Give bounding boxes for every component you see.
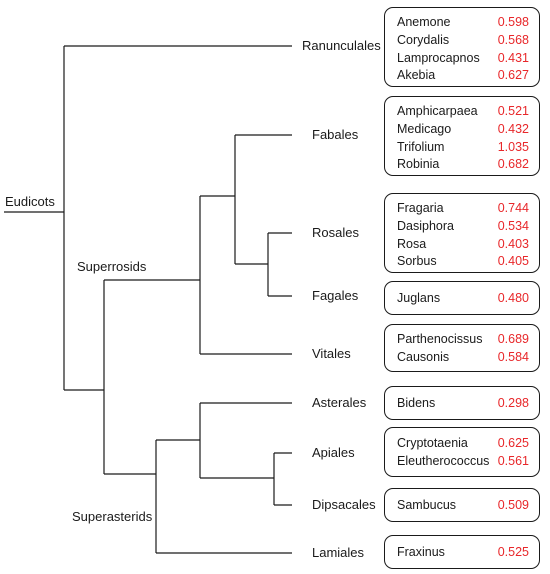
genus-name: Amphicarpaea [397,104,478,118]
genus-name: Parthenocissus [397,332,483,346]
root-label-eudicots: Eudicots [5,194,55,209]
genus-name: Cryptotaenia [397,436,468,450]
genus-name: Sambucus [397,498,457,512]
genus-row: Eleutherococcus 0.561 [397,453,529,469]
genus-value: 0.625 [497,436,529,450]
genus-row: Corydalis 0.568 [397,32,529,48]
order-label-rosales: Rosales [312,225,359,240]
genus-name: Dasiphora [397,219,454,233]
genus-row: Cryptotaenia 0.625 [397,435,529,451]
genus-row: Robinia 0.682 [397,156,529,172]
genus-row: Dasiphora 0.534 [397,218,529,234]
genus-value: 0.403 [497,237,529,251]
order-label-lamiales: Lamiales [312,545,365,560]
genus-value: 0.525 [497,545,529,559]
genus-value: 0.627 [497,68,529,82]
genus-name: Lamprocapnos [397,51,480,65]
genus-value: 0.509 [497,498,529,512]
genus-row: Parthenocissus 0.689 [397,331,529,347]
order-label-asterales: Asterales [312,395,367,410]
genus-box-lamiales: Fraxinus 0.525 [384,535,540,569]
genus-name: Medicago [397,122,452,136]
genus-name: Causonis [397,350,450,364]
genus-row: Fragaria 0.744 [397,200,529,216]
genus-name: Robinia [397,157,440,171]
genus-box-ranunculales: Anemone 0.598 Corydalis 0.568 Lamprocapnos… [384,7,540,87]
genus-name: Bidens [397,396,436,410]
genus-value: 0.405 [497,254,529,268]
genus-box-asterales: Bidens 0.298 [384,386,540,420]
genus-row: Anemone 0.598 [397,14,529,30]
genus-value: 0.682 [497,157,529,171]
order-label-vitales: Vitales [312,346,351,361]
order-label-fagales: Fagales [312,288,359,303]
genus-row: Sambucus 0.509 [397,497,529,513]
order-label-apiales: Apiales [312,445,355,460]
genus-value: 0.584 [497,350,529,364]
genus-box-rosales: Fragaria 0.744 Dasiphora 0.534 Rosa 0.403 S… [384,193,540,273]
genus-value: 0.432 [497,122,529,136]
genus-name: Fragaria [397,201,444,215]
genus-value: 1.035 [497,140,529,154]
genus-name: Akebia [397,68,436,82]
genus-row: Juglans 0.480 [397,290,529,306]
clade-label-superasterids: Superasterids [72,509,153,524]
genus-value: 0.744 [497,201,529,215]
genus-row: Causonis 0.584 [397,349,529,365]
genus-value: 0.598 [497,15,529,29]
genus-row: Medicago 0.432 [397,121,529,137]
genus-value: 0.689 [497,332,529,346]
genus-row: Trifolium 1.035 [397,139,529,155]
genus-name: Rosa [397,237,427,251]
genus-name: Sorbus [397,254,437,268]
genus-value: 0.521 [497,104,529,118]
genus-name: Trifolium [397,140,445,154]
genus-name: Corydalis [397,33,450,47]
genus-name: Juglans [397,291,441,305]
genus-row: Lamprocapnos 0.431 [397,50,529,66]
genus-value: 0.568 [497,33,529,47]
clade-label-superrosids: Superrosids [77,259,147,274]
order-label-ranunculales: Ranunculales [302,38,381,53]
genus-box-apiales: Cryptotaenia 0.625 Eleutherococcus 0.561 [384,427,540,477]
genus-box-dipsacales: Sambucus 0.509 [384,488,540,522]
genus-value: 0.480 [497,291,529,305]
genus-box-fagales: Juglans 0.480 [384,281,540,315]
genus-name: Fraxinus [397,545,445,559]
genus-value: 0.561 [497,454,529,468]
genus-name: Anemone [397,15,451,29]
genus-value: 0.431 [497,51,529,65]
order-label-fabales: Fabales [312,127,359,142]
genus-box-vitales: Parthenocissus 0.689 Causonis 0.584 [384,324,540,372]
genus-row: Fraxinus 0.525 [397,544,529,560]
genus-value: 0.298 [497,396,529,410]
genus-name: Eleutherococcus [397,454,490,468]
genus-value: 0.534 [497,219,529,233]
genus-row: Akebia 0.627 [397,67,529,83]
genus-row: Sorbus 0.405 [397,253,529,269]
genus-row: Rosa 0.403 [397,236,529,252]
order-label-dipsacales: Dipsacales [312,497,376,512]
genus-row: Bidens 0.298 [397,395,529,411]
genus-box-fabales: Amphicarpaea 0.521 Medicago 0.432 Trifoliu… [384,96,540,176]
genus-row: Amphicarpaea 0.521 [397,103,529,119]
